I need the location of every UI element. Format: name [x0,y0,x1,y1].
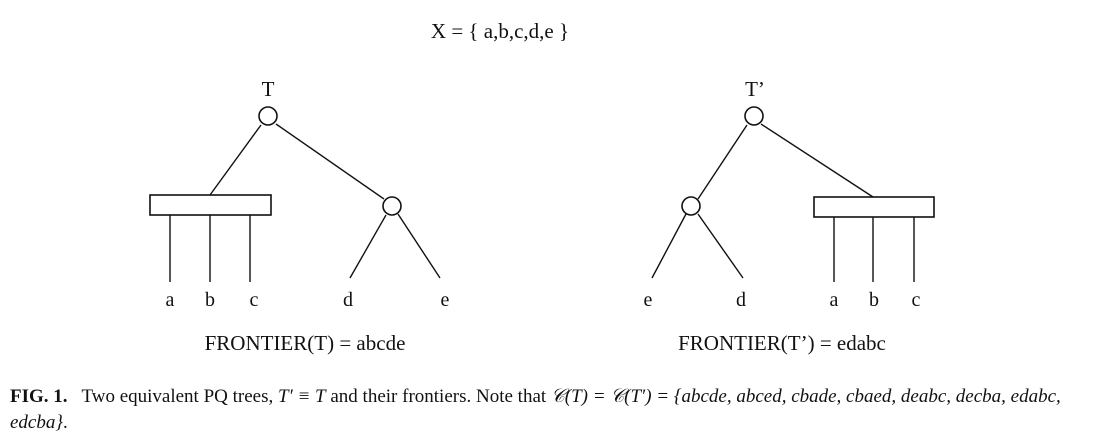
set-label: X = { a,b,c,d,e } [431,19,569,43]
leaf-label: d [343,289,353,311]
q-node [149,194,272,216]
edge [275,123,385,200]
p-node-root [258,106,278,126]
edge [651,213,687,279]
leaf-label: e [441,289,450,311]
left-tree: T a b c d e FRONTIER(T) = abcde [149,77,450,355]
pq-tree-figure: X = { a,b,c,d,e } T a b c d e FRONTIER(T… [149,19,935,355]
p-node-root [744,106,764,126]
leaf-label: d [736,289,746,311]
leaf-label: b [869,289,879,311]
p-node [382,196,402,216]
frontier-label: FRONTIER(T’) = edabc [678,331,886,355]
p-node [681,196,701,216]
caption-equiv: T′ ≡ T [278,386,326,407]
leaf-label: a [166,289,175,311]
q-node [813,196,935,218]
frontier-label: FRONTIER(T) = abcde [205,331,406,355]
caption-text-2: and their frontiers. Note that [330,386,547,407]
right-root-label: T’ [745,77,765,101]
edge [760,123,874,198]
edge [349,214,387,279]
right-tree: T’ e d a b c FRONTIER(T’) = edabc [644,77,935,355]
leaf-label: c [250,289,259,311]
leaf-label: e [644,289,653,311]
edge [209,124,262,196]
caption-math: 𝒞(T) = 𝒞(T′) = {abcde, abced, cbade, cba… [10,386,1061,433]
caption-label: FIG. 1. [10,386,68,407]
leaf-label: b [205,289,215,311]
edge [697,124,748,200]
left-root-label: T [262,77,275,101]
edge [397,213,441,279]
edge [697,213,744,279]
figure-caption: FIG. 1. Two equivalent PQ trees, T′ ≡ T … [10,384,1085,436]
leaf-label: c [912,289,921,311]
caption-end: . [62,412,68,433]
caption-text: Two equivalent PQ trees, [81,386,274,407]
leaf-label: a [830,289,839,311]
